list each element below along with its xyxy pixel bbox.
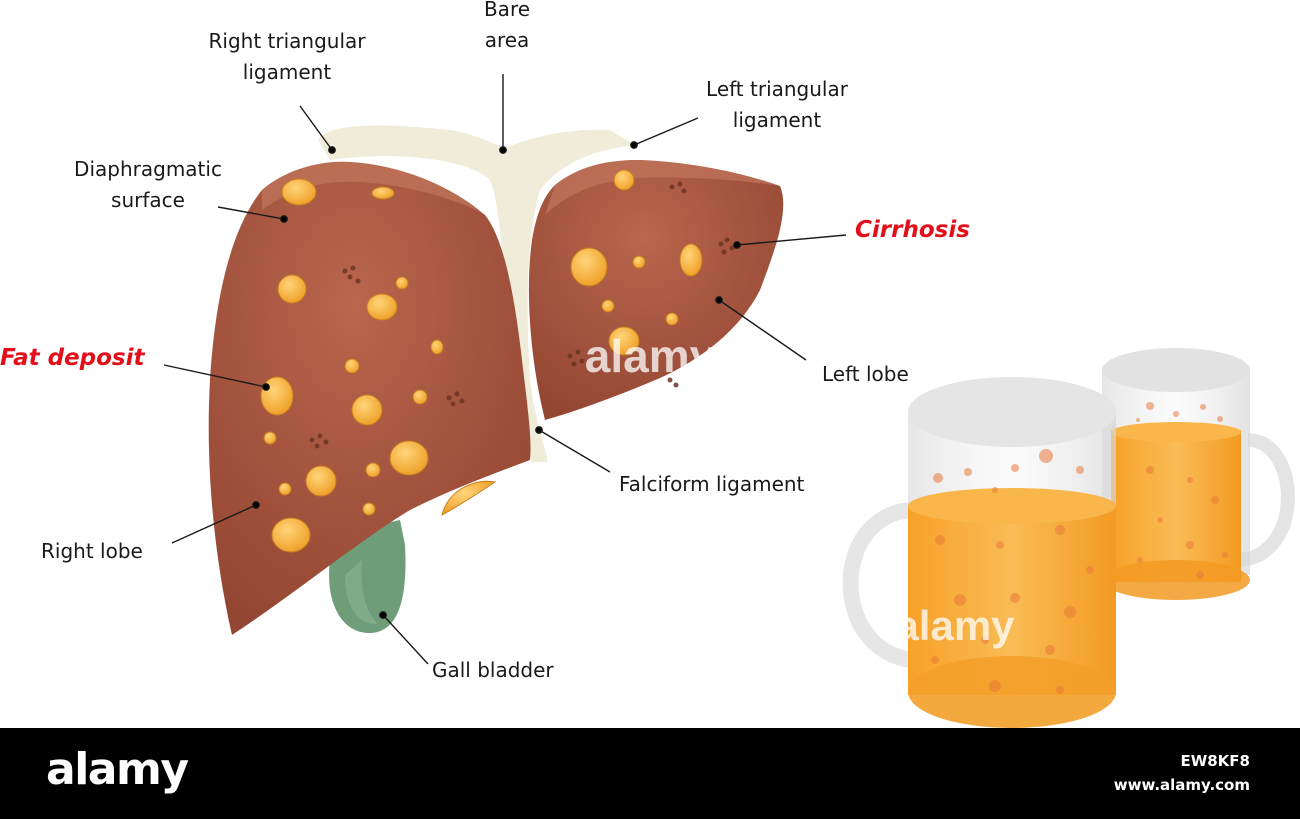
gall-bladder-shade [345, 560, 378, 625]
site-url: www.alamy.com [1113, 776, 1250, 794]
brand-logo: alamy [46, 744, 189, 795]
label-right-lobe: Right lobe [41, 539, 143, 563]
liver-diagram: alamy alamy [163, 74, 1295, 728]
cirrhosis-speckles [309, 181, 735, 449]
label-bare-area: Bare area [483, 0, 531, 52]
diagram-stage: alamy alamy Right triangular ligament Ba… [0, 0, 1295, 728]
label-falciform-ligament: Falciform ligament [619, 472, 805, 496]
left-lobe-edge [545, 160, 780, 215]
label-fat-deposit: Fat deposit [0, 345, 145, 371]
label-left-triangular-ligament: Left triangular ligament [706, 77, 848, 132]
fat-deposits-left [570, 169, 703, 356]
label-left-lobe: Left lobe [822, 362, 909, 386]
beer-mug-icon [1102, 348, 1295, 600]
right-lobe-edge [262, 161, 485, 215]
label-gall-bladder: Gall bladder [432, 658, 554, 682]
beer-mug-icon-front [842, 377, 1116, 728]
label-cirrhosis: Cirrhosis [855, 217, 970, 243]
footer-bar: alamy EW8KF8 www.alamy.com [0, 728, 1300, 819]
label-diaphragmatic-surface: Diaphragmatic surface [74, 157, 222, 212]
watermark-text: alamy [585, 330, 716, 382]
fat-deposits-right [260, 178, 497, 553]
label-right-triangular-ligament: Right triangular ligament [208, 29, 366, 84]
image-id: EW8KF8 [1180, 752, 1250, 770]
watermark-text-2: alamy [895, 602, 1015, 649]
leader-lines [163, 74, 847, 665]
left-lobe [528, 160, 784, 420]
